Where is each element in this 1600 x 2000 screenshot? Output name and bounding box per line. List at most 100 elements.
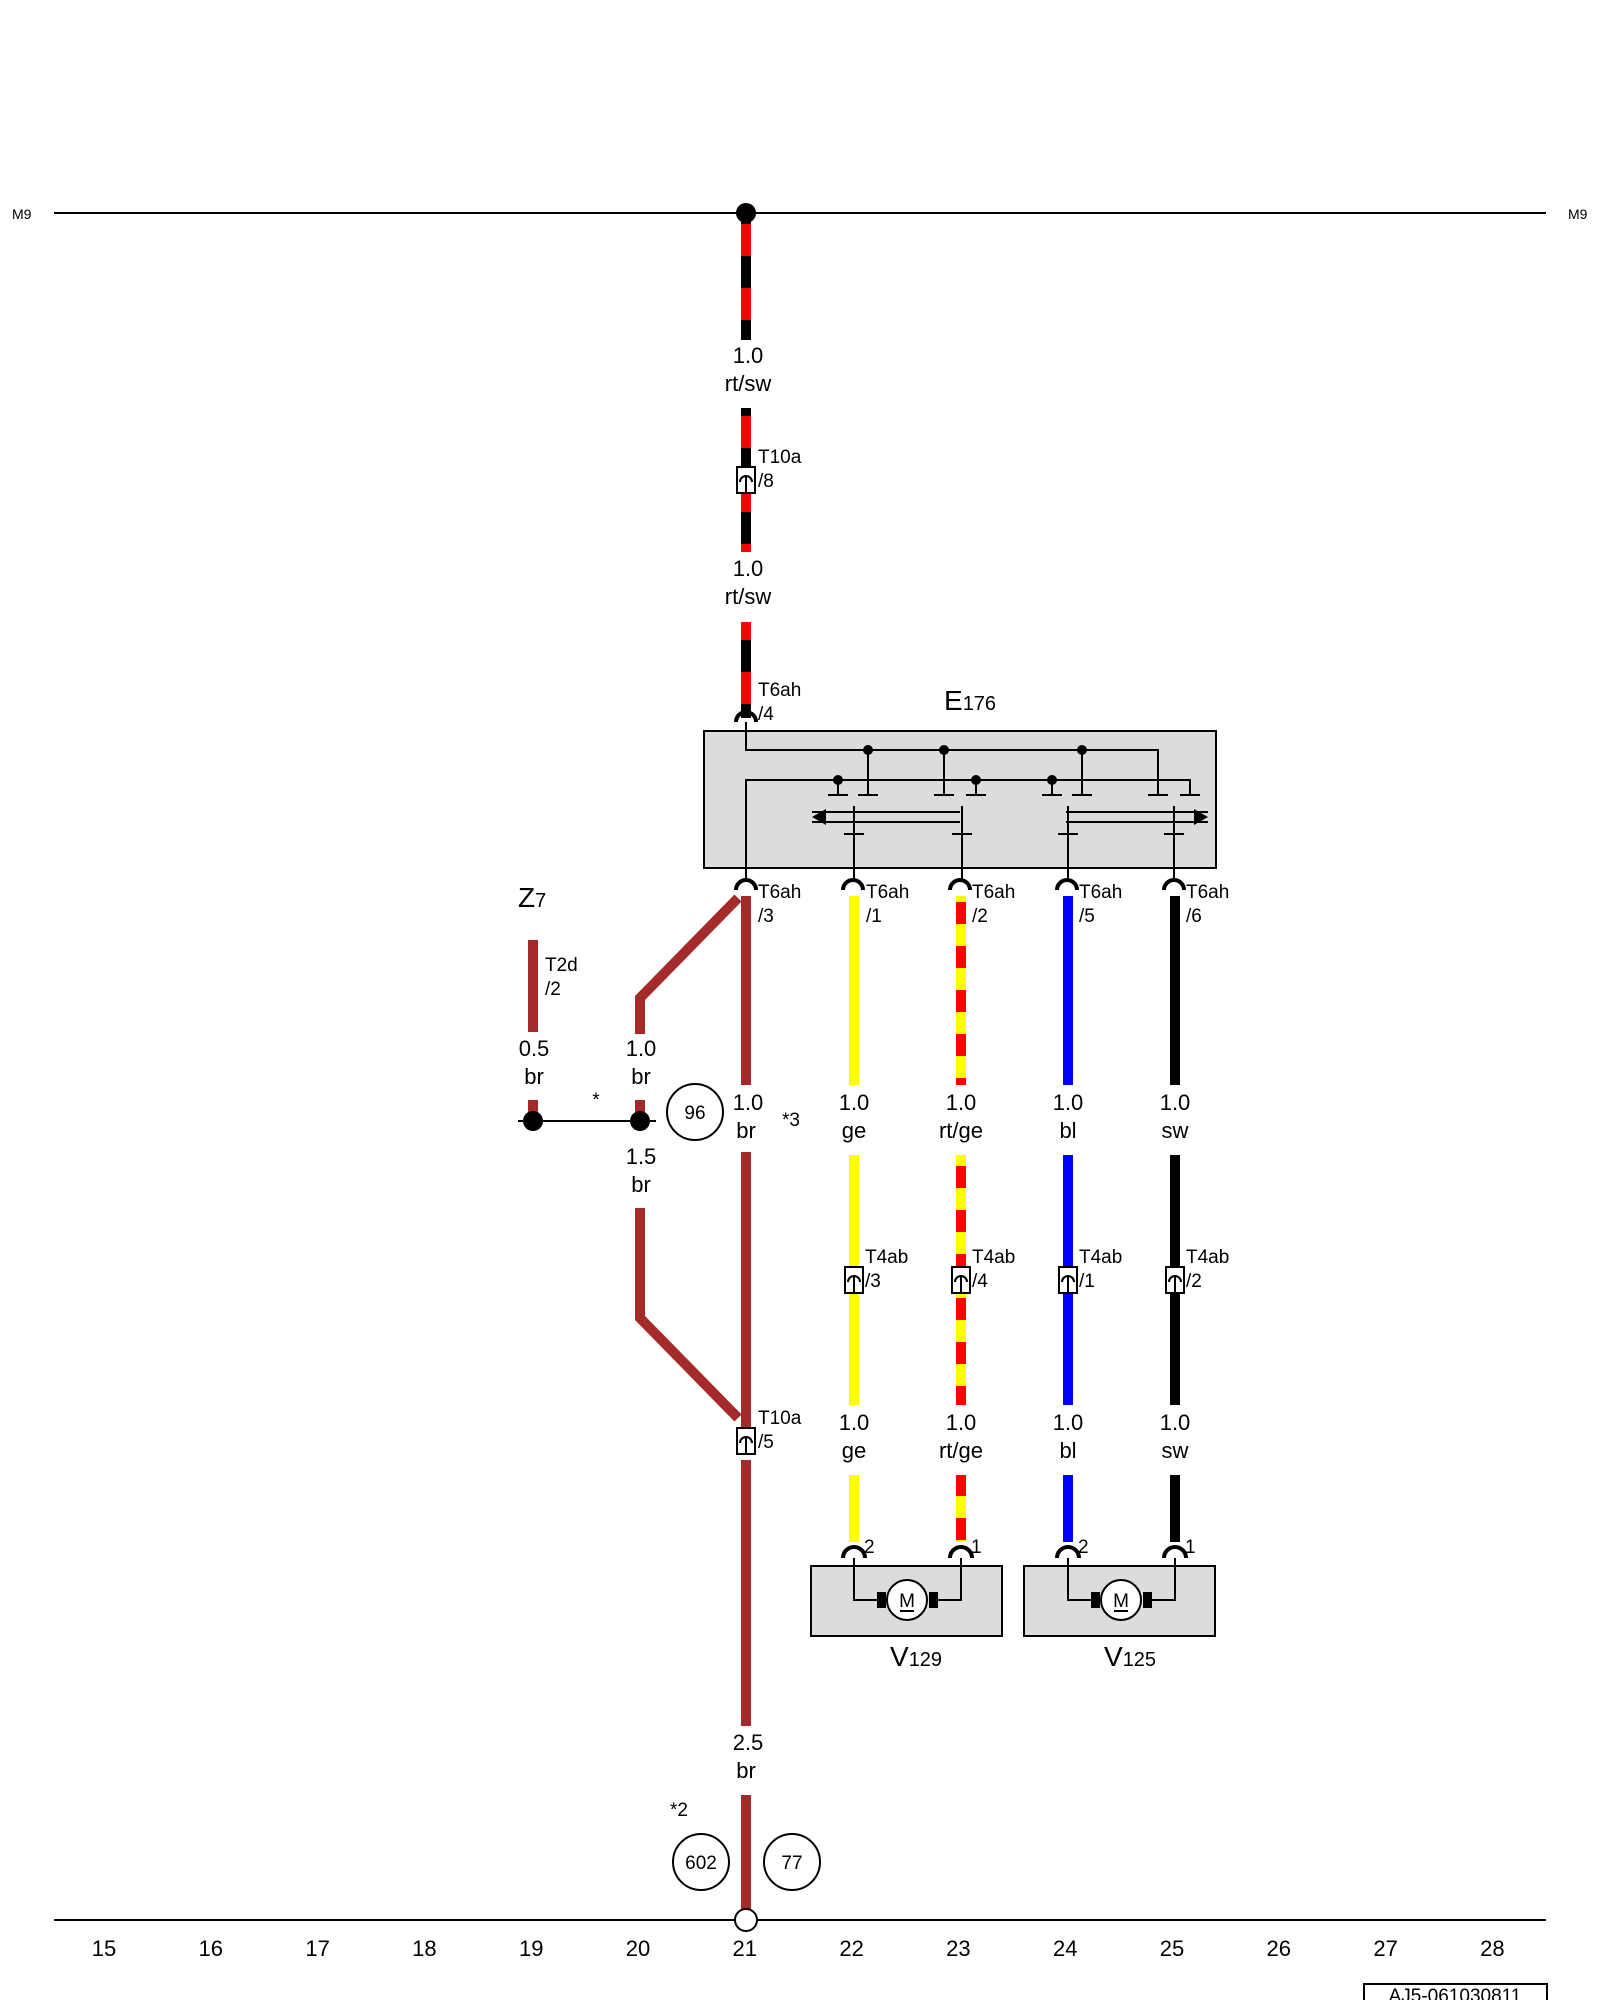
wire-color-z7: br (524, 1064, 544, 1089)
column-number: 17 (305, 1936, 329, 1961)
wire-color-rtsw-1: rt/sw (725, 371, 772, 396)
junction-top (736, 203, 756, 223)
motor-v129-wiring (853, 1558, 962, 1601)
connector-label-t10a-8: T10a (758, 447, 802, 468)
connectors-t4ab-symbols (847, 1275, 1182, 1292)
wire-size-br-bottom: 2.5 (733, 1730, 764, 1755)
column-number: 22 (839, 1936, 863, 1961)
connector-label-t4ab-1: T4ab (1079, 1247, 1122, 1268)
wire-color-rtge-upper: rt/ge (939, 1118, 983, 1143)
column-number: 25 (1160, 1936, 1184, 1961)
splice-node-left (523, 1111, 543, 1131)
connector-pin-t10a-8: /8 (758, 471, 774, 492)
connector-label-t6ah-6: T6ah (1186, 882, 1229, 903)
wire-color-rtsw-2: rt/sw (725, 584, 772, 609)
ref-77: 77 (781, 1853, 802, 1874)
wire-size-ge-lower: 1.0 (839, 1410, 870, 1435)
column-number: 18 (412, 1936, 436, 1961)
wire-color-br-bottom: br (736, 1758, 756, 1783)
component-label-z7: Z7 (518, 882, 546, 913)
wire-size-sw-upper: 1.0 (1160, 1090, 1191, 1115)
connector-label-t10a-5: T10a (758, 1408, 802, 1429)
connector-pin-t6ah-4: /4 (758, 704, 774, 725)
wire-color-bl-lower: bl (1059, 1438, 1076, 1463)
wire-size-rtge-upper: 1.0 (946, 1090, 977, 1115)
column-number: 24 (1053, 1936, 1077, 1961)
connectors-motor-pins (841, 1545, 1188, 1559)
wire-color-sw-lower: sw (1162, 1438, 1189, 1463)
wire-br-paths (528, 894, 751, 1910)
connectors-t6ah-bottom (734, 878, 1186, 891)
connector-t6ah-4 (734, 710, 758, 723)
pin-v129-a: 2 (864, 1537, 875, 1558)
motor-v125-brush-right (1143, 1592, 1152, 1608)
motor-v125-brush-left (1091, 1592, 1100, 1608)
wire-size-z7: 0.5 (519, 1036, 550, 1061)
column-number: 21 (733, 1936, 757, 1961)
pin-v129-b: 1 (971, 1537, 982, 1558)
motor-v129-icon (886, 1579, 928, 1621)
motor-v129-brush-left (877, 1592, 886, 1608)
connector-pin-t4ab-3: /3 (865, 1271, 881, 1292)
switch-e176 (703, 730, 1217, 869)
wire-color-bl-upper: bl (1059, 1118, 1076, 1143)
connector-pin-t4ab-4: /4 (972, 1271, 988, 1292)
ref-circle-96 (666, 1083, 724, 1141)
connector-pin-t10a-5: /5 (758, 1432, 774, 1453)
wire-size-br-branch-up: 1.0 (626, 1036, 657, 1061)
connector-pin-t6ah-1: /1 (866, 906, 882, 927)
motor-v125-icon (1100, 1579, 1142, 1621)
wire-size-br-branch-down: 1.5 (626, 1144, 657, 1169)
wire-rtsw-segment-1 (741, 222, 751, 340)
ref-602: 602 (685, 1853, 717, 1874)
connector-label-t6ah-5: T6ah (1079, 882, 1122, 903)
doc-code-box (1363, 1983, 1548, 2000)
wire-color-sw-upper: sw (1162, 1118, 1189, 1143)
motor-v125-wiring (1067, 1558, 1176, 1601)
connector-pin-t4ab-1: /1 (1079, 1271, 1095, 1292)
wire-size-bl-upper: 1.0 (1053, 1090, 1084, 1115)
connector-t10a-5 (736, 1427, 756, 1455)
connector-pin-t4ab-2: /2 (1186, 1271, 1202, 1292)
connectors-t4ab (844, 1266, 1185, 1294)
wire-size-br-main: 1.0 (733, 1090, 764, 1115)
connector-t10a-8 (736, 466, 756, 494)
component-label-v129: V129 (890, 1641, 942, 1672)
footnote-star2: *2 (670, 1800, 688, 1821)
connector-label-t4ab-3: T4ab (865, 1247, 908, 1268)
connector-label-t6ah-2: T6ah (972, 882, 1015, 903)
connector-label-t4ab-4: T4ab (972, 1247, 1015, 1268)
connector-label-t6ah-4: T6ah (758, 680, 801, 701)
wire-size-bl-lower: 1.0 (1053, 1410, 1084, 1435)
rail-label-right: M9 (1568, 206, 1588, 222)
column-number: 26 (1267, 1936, 1291, 1961)
switch-e176-arrow-left (812, 809, 826, 825)
component-label-e176: E176 (944, 685, 996, 716)
rail-label-left: M9 (12, 206, 32, 222)
switch-e176-nodes (833, 745, 1087, 785)
doc-code: AJ5-061030811 (1389, 1986, 1522, 2000)
connector-label-t6ah-3: T6ah (758, 882, 801, 903)
ref-circle-77 (763, 1833, 821, 1891)
wire-size-rtsw-1: 1.0 (733, 343, 764, 368)
connector-pin-t6ah-3: /3 (758, 906, 774, 927)
footnote-star: * (592, 1090, 600, 1111)
splice-node-right (630, 1111, 650, 1131)
column-number: 27 (1373, 1936, 1397, 1961)
connector-label-t4ab-2: T4ab (1186, 1247, 1229, 1268)
component-label-v125: V125 (1104, 1641, 1156, 1672)
motor-v129-symbol: M (899, 1591, 915, 1612)
connector-label-t2d-2: T2d (545, 955, 578, 976)
motor-v129-brush-right (929, 1592, 938, 1608)
ref-96: 96 (684, 1103, 705, 1124)
wire-size-sw-lower: 1.0 (1160, 1410, 1191, 1435)
column-number: 19 (519, 1936, 543, 1961)
ground-point (734, 1908, 758, 1932)
switch-e176-arrow-right (1194, 809, 1208, 825)
wire-color-ge-lower: ge (842, 1438, 866, 1463)
wire-size-rtsw-2: 1.0 (733, 556, 764, 581)
column-number: 16 (199, 1936, 223, 1961)
connector-pin-t6ah-6: /6 (1186, 906, 1202, 927)
wire-color-ge-upper: ge (842, 1118, 866, 1143)
